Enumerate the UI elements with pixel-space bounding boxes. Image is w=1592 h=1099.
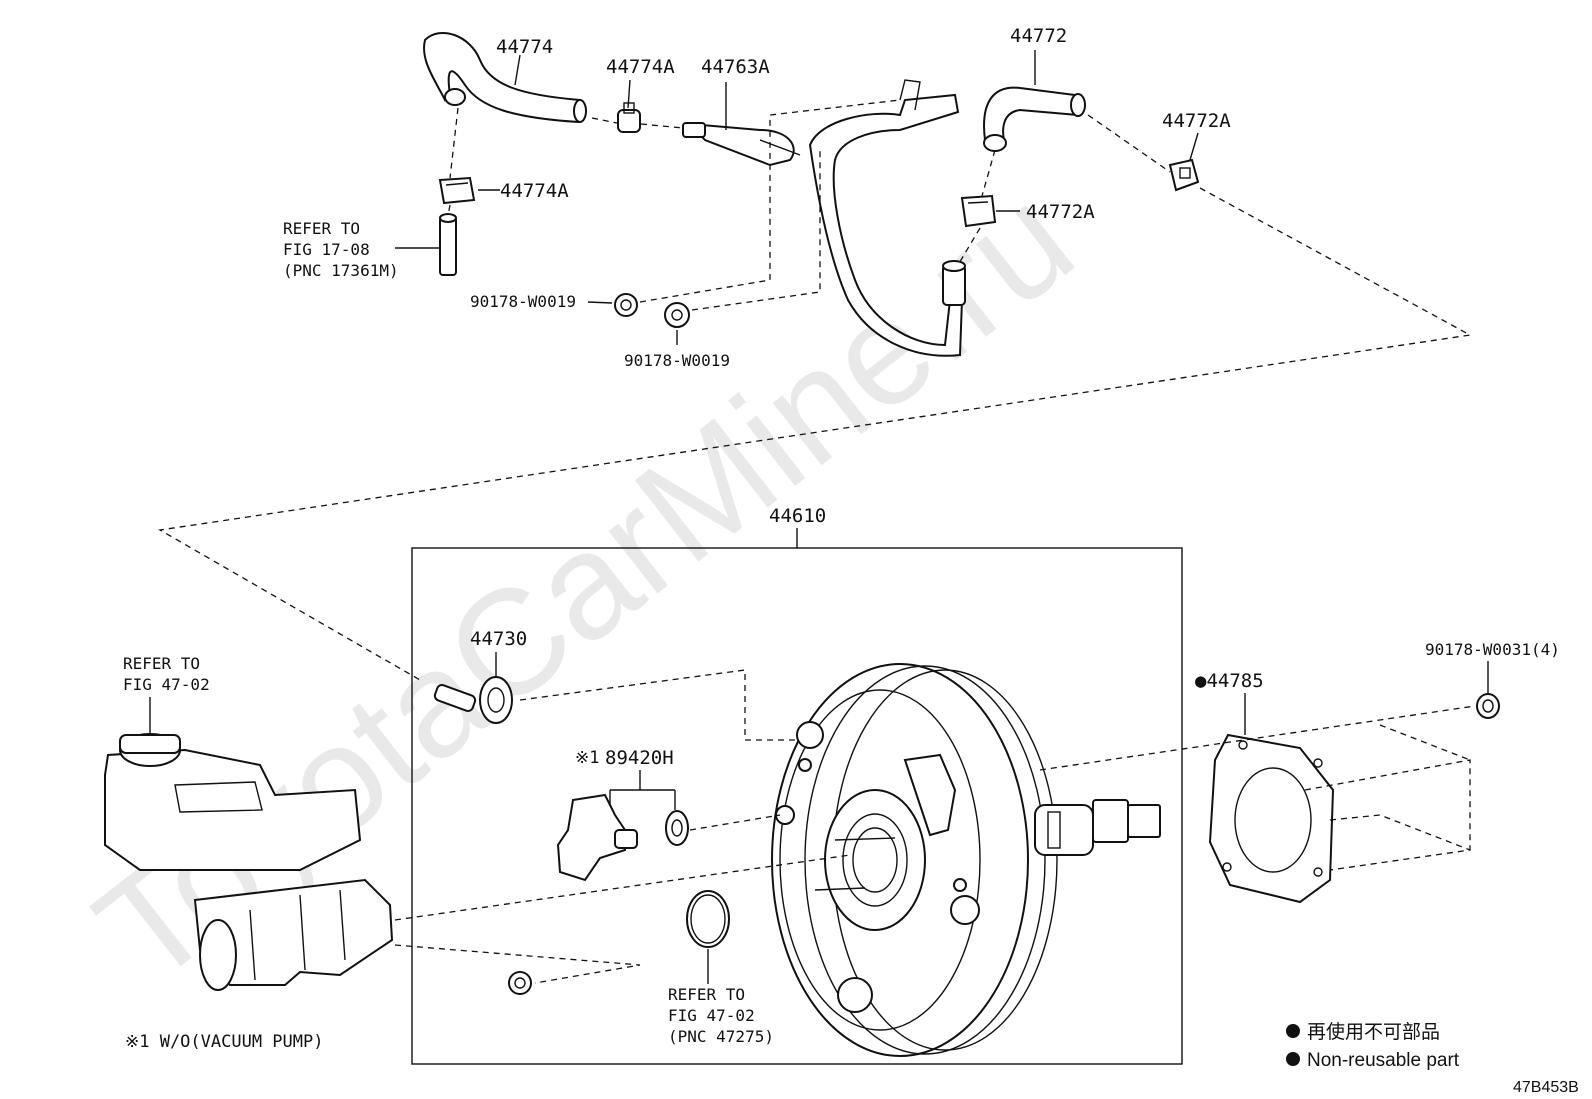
gasket-44785 xyxy=(1208,733,1335,904)
svg-text:REFER TO: REFER TO xyxy=(123,654,200,673)
clamp-44774A-top xyxy=(617,102,641,133)
hose-44772 xyxy=(983,86,1086,152)
label-44763A: 44763A xyxy=(701,56,770,78)
label-nut-left: 90178-W0019 xyxy=(470,292,576,311)
label-44730: 44730 xyxy=(470,628,527,650)
label-89420H: 89420H xyxy=(605,747,674,769)
label-44774A-top: 44774A xyxy=(606,56,675,78)
svg-text:(PNC 17361M): (PNC 17361M) xyxy=(283,261,399,280)
label-44785: ●44785 xyxy=(1195,670,1264,692)
svg-text:FIG 17-08: FIG 17-08 xyxy=(283,240,370,259)
figure-code: 47B453B xyxy=(1513,1079,1579,1096)
label-89420H-prefix: ※1 xyxy=(575,748,599,768)
brake-booster xyxy=(771,663,1161,1057)
bullet-icon xyxy=(1286,1024,1300,1038)
note-vacuum-pump: ※1 W/O(VACUUM PUMP) xyxy=(125,1032,323,1052)
small-nut xyxy=(508,971,532,995)
bullet-icon xyxy=(1286,1052,1300,1066)
nut-90178-W0031 xyxy=(1476,693,1500,719)
o-ring xyxy=(686,890,730,948)
master-cylinder xyxy=(104,733,394,991)
clamp-44772A-right xyxy=(1168,158,1200,192)
nut-90178-W0019-left xyxy=(614,293,638,317)
svg-text:REFER TO: REFER TO xyxy=(283,219,360,238)
clamp-44772A-mid xyxy=(960,194,997,228)
label-nut-bolt: 90178-W0031(4) xyxy=(1425,640,1560,659)
clamp-44774A-mid xyxy=(438,176,476,205)
label-44772A-mid: 44772A xyxy=(1026,201,1095,223)
svg-text:FIG 47-02: FIG 47-02 xyxy=(123,675,210,694)
label-44772: 44772 xyxy=(1010,25,1067,47)
top-dashed-lines xyxy=(158,99,1473,681)
vacuum-pipe-assembly xyxy=(808,79,966,357)
ref-fig-47-02-bottom: REFER TO FIG 47-02 (PNC 47275) xyxy=(668,985,774,1046)
label-44610: 44610 xyxy=(769,505,826,527)
label-44772A-right: 44772A xyxy=(1162,110,1231,132)
pipe-44763A xyxy=(682,122,801,167)
label-nut-right: 90178-W0019 xyxy=(624,351,730,370)
legend-jp: 再使用不可部品 xyxy=(1307,1021,1440,1043)
svg-text:(PNC 47275): (PNC 47275) xyxy=(668,1027,774,1046)
ref-fig-47-02-left: REFER TO FIG 47-02 xyxy=(123,654,210,694)
svg-text:REFER TO: REFER TO xyxy=(668,985,745,1004)
nut-90178-W0019-right xyxy=(664,302,690,328)
check-valve-44730 xyxy=(433,676,513,724)
hose-44774 xyxy=(423,31,587,124)
svg-text:FIG 47-02: FIG 47-02 xyxy=(668,1006,755,1025)
legend: 再使用不可部品 Non-reusable part xyxy=(1286,1021,1460,1071)
label-44774A-mid: 44774A xyxy=(500,180,569,202)
bottom-dashed-lines xyxy=(394,669,1476,984)
pipe-stub xyxy=(439,213,457,276)
label-44774: 44774 xyxy=(496,36,553,58)
legend-en: Non-reusable part xyxy=(1307,1050,1460,1071)
vacuum-sensor-89420H xyxy=(556,793,689,882)
ref-fig-17-08: REFER TO FIG 17-08 (PNC 17361M) xyxy=(283,219,399,280)
